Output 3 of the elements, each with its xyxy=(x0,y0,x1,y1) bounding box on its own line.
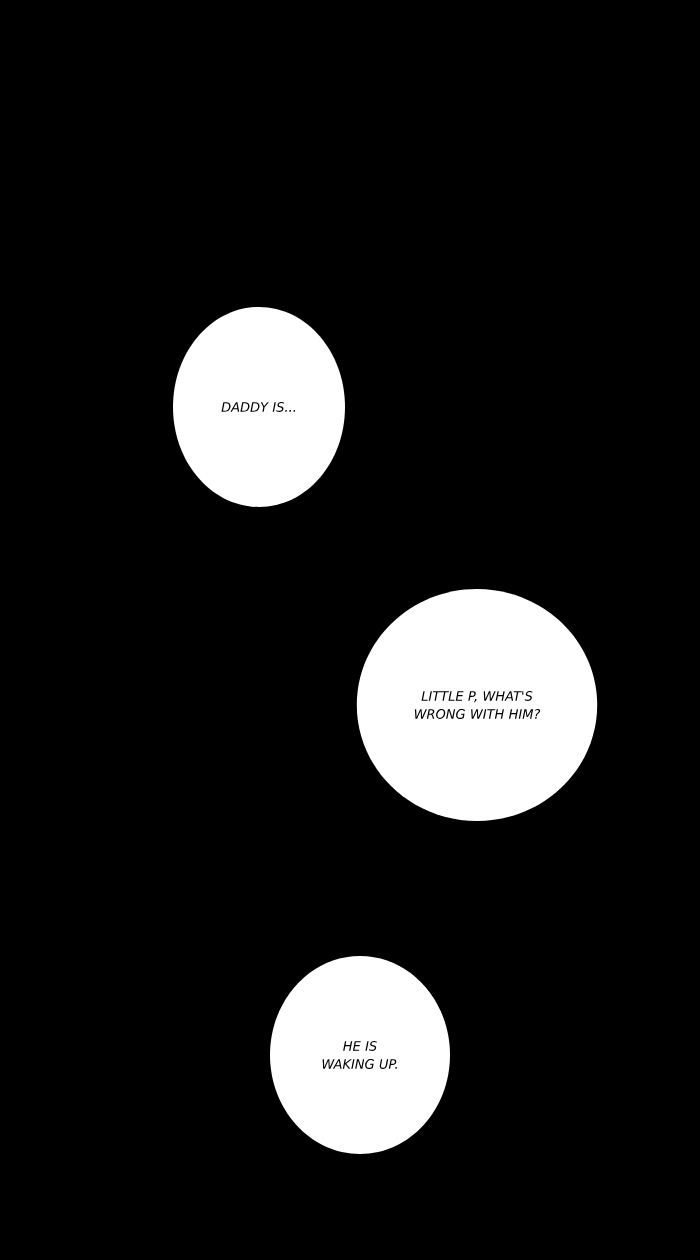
speech-bubble: HE IS WAKING UP. xyxy=(270,956,450,1154)
speech-bubble: DADDY IS... xyxy=(173,307,345,507)
speech-bubble: LITTLE P, WHAT'S WRONG WITH HIM? xyxy=(356,589,598,821)
